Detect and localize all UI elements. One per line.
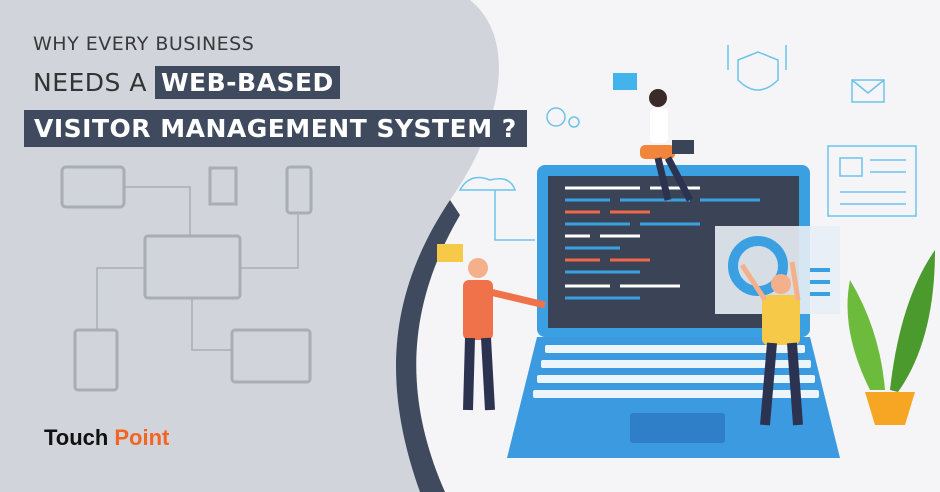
logo-part-2: Point [114,425,170,450]
code-lines [565,186,760,300]
dark-swoosh [396,200,460,492]
chat-bubble-icon [613,73,637,90]
person-sitting [640,89,694,202]
person-cheering [739,261,803,426]
plant [847,250,935,425]
chat-bubble-icon [437,244,463,262]
decorative-icons [458,45,917,241]
headline-highlight: WEB-BASED [154,66,340,99]
headline-line-3: VISITOR MANAGEMENT SYSTEM ? [24,110,527,147]
device-network-icon [60,165,313,392]
logo-part-1: Touch [44,425,109,450]
headline-line-2: NEEDS A WEB-BASED [33,66,340,99]
headline-line-1: WHY EVERY BUSINESS [33,33,255,55]
headline-prefix: NEEDS A [33,68,147,97]
person-pointing [463,258,546,411]
